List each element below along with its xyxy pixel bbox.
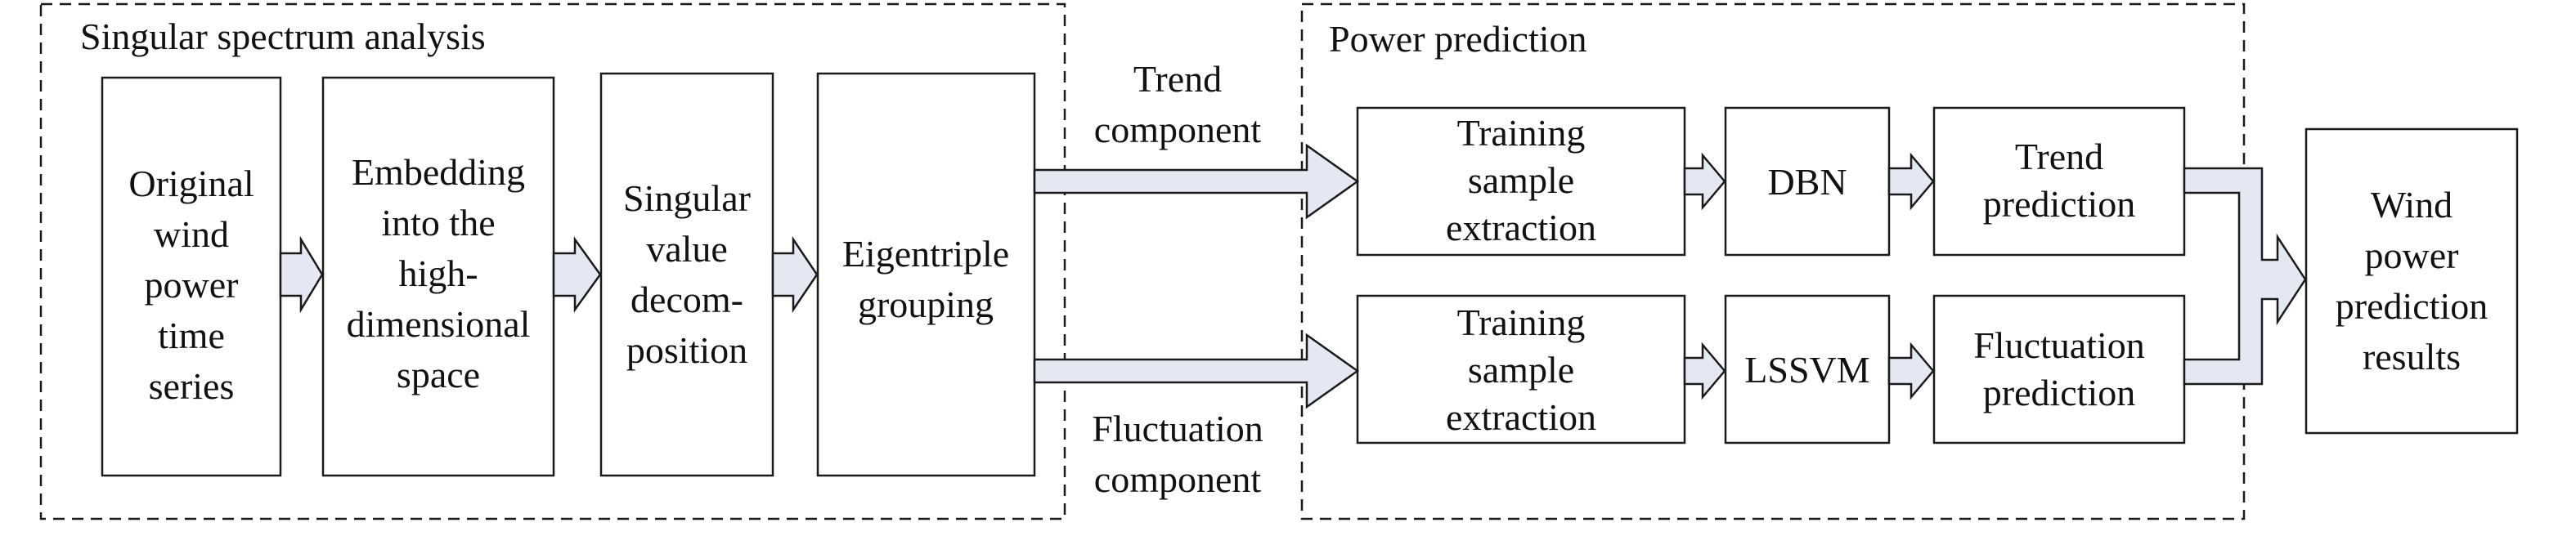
training-sample-trend-text-line: sample xyxy=(1468,159,1574,201)
lssvm-box xyxy=(1724,294,1891,444)
trend-component-label: Trend component xyxy=(1094,58,1262,150)
fluctuation-component-label-line: component xyxy=(1094,458,1262,500)
embedding-text-line: into the xyxy=(381,202,495,243)
arrow-svd-to-eigentriple xyxy=(771,235,819,314)
original-series-text-line: series xyxy=(149,365,235,407)
training-sample-trend-text-line: extraction xyxy=(1446,207,1596,248)
trend-component-label-line: Trend xyxy=(1133,58,1222,100)
fluctuation-prediction-text-line: prediction xyxy=(1983,372,2136,413)
trend-prediction-text-line: prediction xyxy=(1983,183,2136,225)
training-sample-fluctuation-text-line: sample xyxy=(1468,349,1574,391)
training-sample-trend-text: Training sample extraction xyxy=(1446,112,1596,248)
embedding-text-line: dimensional xyxy=(347,303,531,345)
power-prediction-group-frame xyxy=(1300,2,2246,520)
fluctuation-prediction-text: Fluctuation prediction xyxy=(1973,324,2145,413)
trend-component-label-line: component xyxy=(1094,109,1262,150)
power-prediction-group-title: Power prediction xyxy=(1329,18,1587,60)
arrow-training-to-dbn xyxy=(1683,152,1726,211)
arrow-lssvm-to-fluctuation-prediction xyxy=(1887,342,1935,400)
dbn-text-line: DBN xyxy=(1767,161,1847,203)
eigentriple-text: Eigentriple grouping xyxy=(842,233,1009,325)
lssvm-text-line: LSSVM xyxy=(1744,349,1869,391)
arrow-trend-component xyxy=(1033,143,1360,220)
arrow-training-to-lssvm xyxy=(1683,342,1726,400)
eigentriple-text-line: Eigentriple xyxy=(842,233,1009,275)
original-series-text-line: power xyxy=(145,264,239,306)
svd-text-line: position xyxy=(626,329,747,371)
svd-text-line: Singular xyxy=(623,177,751,219)
arrow-dbn-to-trend-prediction xyxy=(1887,152,1935,211)
original-series-box xyxy=(101,76,282,477)
trend-prediction-text-line: Trend xyxy=(2015,136,2103,177)
dbn-text: DBN xyxy=(1767,161,1847,203)
svd-text: Singular value decom-position xyxy=(623,177,751,371)
embedding-text-line: Embedding xyxy=(352,151,525,193)
original-series-text-line: wind xyxy=(154,213,229,255)
original-series-text-line: Original xyxy=(128,163,254,204)
embedding-box xyxy=(321,76,555,477)
original-series-text-line: time xyxy=(158,315,225,356)
svd-box xyxy=(599,72,774,477)
results-text-line: results xyxy=(2363,336,2461,377)
fluctuation-prediction-text-line: Fluctuation xyxy=(1973,324,2145,366)
fluctuation-prediction-box xyxy=(1932,294,2186,444)
ssa-group-title: Singular spectrum analysis xyxy=(80,16,486,57)
training-sample-fluctuation-text-line: extraction xyxy=(1446,396,1596,438)
results-text-line: prediction xyxy=(2336,285,2488,327)
ssa-group-frame xyxy=(39,2,1066,520)
eigentriple-text-line: grouping xyxy=(858,284,994,325)
embedding-text: Embedding into the high-dimensional space xyxy=(347,151,531,395)
results-text-line: power xyxy=(2365,234,2459,276)
trend-prediction-text: Trend prediction xyxy=(1983,136,2136,225)
trend-prediction-box xyxy=(1932,106,2186,257)
results-text-line: Wind xyxy=(2371,184,2453,226)
results-text: Wind power prediction results xyxy=(2336,184,2488,377)
fluctuation-component-label: Fluctuation component xyxy=(1092,408,1263,500)
embedding-text-line: high- xyxy=(398,252,478,294)
training-sample-fluctuation-text: Training sample extraction xyxy=(1446,302,1596,438)
svd-text-line: value xyxy=(646,228,728,270)
original-series-text: Original wind power time series xyxy=(128,163,254,407)
eigentriple-grouping-box xyxy=(816,72,1036,477)
embedding-text-line: space xyxy=(397,354,480,395)
arrow-embedding-to-svd xyxy=(552,236,602,313)
arrow-original-to-embedding xyxy=(279,235,324,314)
training-sample-trend-text-line: Training xyxy=(1457,112,1586,154)
arrow-merge-to-results xyxy=(2183,167,2307,386)
lssvm-text: LSSVM xyxy=(1744,349,1869,391)
arrow-fluctuation-component xyxy=(1033,333,1360,409)
training-sample-fluctuation-text-line: Training xyxy=(1457,302,1586,343)
svd-text-line: decom- xyxy=(631,279,743,320)
fluctuation-component-label-line: Fluctuation xyxy=(1092,408,1263,449)
results-box xyxy=(2304,127,2519,435)
